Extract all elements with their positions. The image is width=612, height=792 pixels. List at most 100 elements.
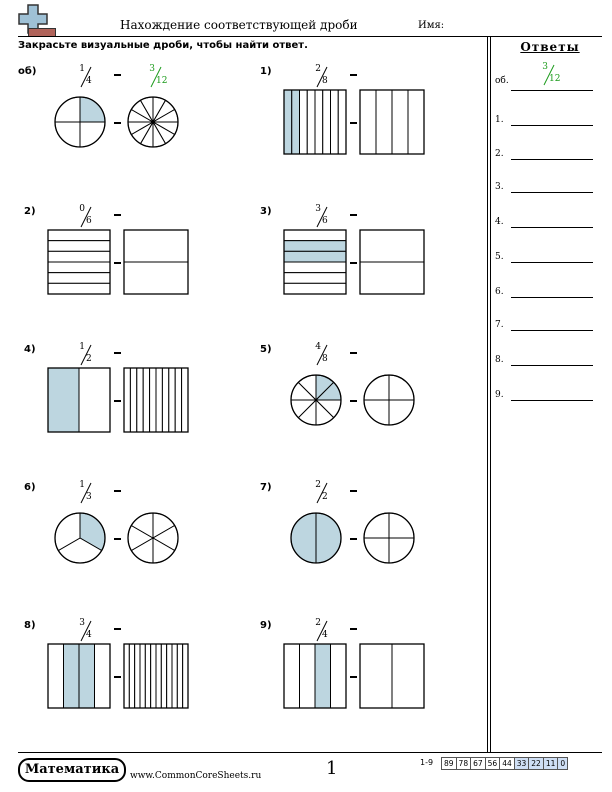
rect-part [47,367,80,433]
rect-part [134,643,141,709]
figure-equals-dash [114,262,121,264]
equals-dash [350,352,357,354]
brand-badge: Математика [18,758,126,782]
rect-part [123,367,131,433]
rect-part [283,272,347,284]
circle-outline [363,512,415,564]
right-circle-figure [127,96,179,148]
rect-part [160,643,168,709]
column-divider-right [490,37,491,752]
rect-part [391,643,425,709]
rect-part [171,643,178,709]
rect-part [322,89,331,155]
answer-line[interactable] [511,365,593,366]
rect-part [306,89,316,155]
answer-line[interactable] [511,159,593,160]
answer-number: 4. [495,217,504,227]
rect-part [129,367,138,433]
rect-part [359,89,377,155]
answer-line[interactable] [511,125,593,126]
equals-dash [114,628,121,630]
score-cell: 67 [470,757,486,770]
answer-line[interactable] [511,330,593,331]
rect-part [359,643,393,709]
circle-sector [290,512,317,564]
rect-part [128,643,136,709]
answer-number: 6. [495,287,504,297]
equals-dash [350,628,357,630]
answer-number: 8. [495,355,504,365]
numerator: 3 [315,204,321,214]
rect-part [283,89,293,155]
fraction-slash-icon [316,206,328,228]
rect-part [176,643,184,709]
score-cell: 78 [455,757,472,770]
rect-part [407,89,425,155]
rect-part [283,229,347,242]
rect-part [283,282,347,295]
fraction-slash-icon [543,64,555,86]
rect-outline [47,643,111,709]
fraction-slash-icon [316,66,328,88]
answer-line[interactable] [511,227,593,228]
rect-outline [359,229,425,295]
score-cell: 0 [557,757,569,770]
problem-label: 3) [260,206,272,217]
name-label: Имя: [418,20,445,31]
rect-outline [359,89,425,155]
right-rect-figure [123,367,189,433]
numerator: 4 [315,342,321,352]
rect-outline [123,229,189,295]
answer-line[interactable] [511,262,593,263]
denominator: 2 [322,492,328,502]
rect-part [155,643,162,709]
answer-line[interactable] [511,297,593,298]
denominator: 8 [322,76,328,86]
equals-dash [114,352,121,354]
rect-part [47,229,111,242]
rect-outline [123,367,189,433]
rect-part [166,643,173,709]
figure-equals-dash [114,400,121,402]
fraction-slash-icon [80,206,92,228]
circle-outline [290,512,342,564]
numerator: 0 [79,204,85,214]
denominator: 3 [86,492,92,502]
figure-equals-dash [350,538,357,540]
right-circle-figure [363,512,415,564]
left-rect-figure [47,643,111,709]
rect-outline [47,229,111,295]
rect-part [139,643,146,709]
denominator: 12 [549,74,561,84]
rect-part [47,643,64,709]
rect-part [168,367,176,433]
footer-rule [18,752,602,753]
rect-part [47,240,111,252]
problem-label: 2) [24,206,36,217]
problem-label: 5) [260,344,272,355]
answer-line[interactable] [511,192,593,193]
column-divider-left [487,37,488,752]
rect-part [155,367,163,433]
header-rule [18,36,602,37]
equals-dash [350,490,357,492]
rect-part [149,367,157,433]
numerator: 3 [79,618,85,628]
fraction-slash-icon [316,482,328,504]
rect-part [314,89,324,155]
answer-number: 3. [495,182,504,192]
right-circle-figure [363,374,415,426]
rect-part [337,89,347,155]
answer-line[interactable] [511,400,593,401]
left-circle-figure [54,512,106,564]
rect-outline [359,643,425,709]
rect-outline [47,367,111,433]
problem-label: 8) [24,620,36,631]
